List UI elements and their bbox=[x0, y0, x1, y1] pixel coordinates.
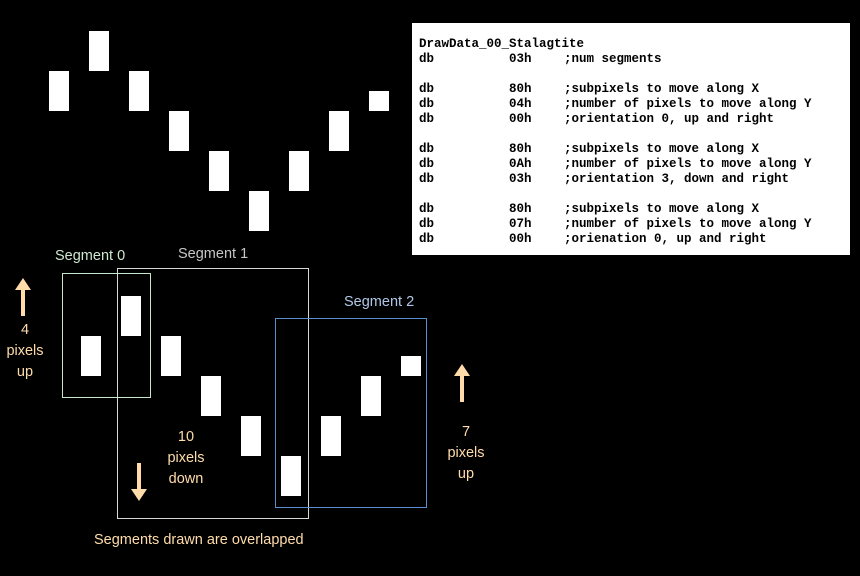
code-value: 04h bbox=[509, 97, 532, 111]
code-comment: ;orienation 0, up and right bbox=[564, 232, 767, 246]
code-op: db bbox=[419, 172, 435, 186]
code-comment: ;orientation 0, up and right bbox=[564, 112, 775, 126]
middle-note: 10 pixels down bbox=[156, 427, 216, 490]
code-line: db 04h ;number of pixels to move along Y bbox=[419, 97, 850, 112]
code-op: db bbox=[419, 112, 435, 126]
pixel-block bbox=[369, 91, 389, 111]
note-line: 10 bbox=[177, 429, 195, 445]
code-comment: ;subpixels to move along X bbox=[564, 202, 760, 216]
segment-1-box bbox=[117, 268, 309, 519]
note-line: 7 bbox=[461, 424, 471, 440]
note-line: up bbox=[457, 466, 475, 482]
code-op: db bbox=[419, 82, 435, 96]
code-value: 80h bbox=[509, 202, 532, 216]
code-line: db 00h ;orienation 0, up and right bbox=[419, 232, 850, 247]
pixel-block bbox=[89, 31, 109, 71]
code-op: db bbox=[419, 97, 435, 111]
pixel-block bbox=[49, 71, 69, 111]
pixel-block bbox=[241, 416, 261, 456]
left-note: 4 pixels up bbox=[0, 320, 50, 383]
code-value: 80h bbox=[509, 82, 532, 96]
code-comment: ;number of pixels to move along Y bbox=[564, 217, 812, 231]
pixel-block bbox=[321, 416, 341, 456]
pixel-block bbox=[401, 356, 421, 376]
code-op: db bbox=[419, 157, 435, 171]
code-comment: ;orientation 3, down and right bbox=[564, 172, 790, 186]
code-comment: ;number of pixels to move along Y bbox=[564, 97, 812, 111]
code-op: db bbox=[419, 217, 435, 231]
note-line: pixels bbox=[6, 343, 44, 359]
code-line: db 80h ;subpixels to move along X bbox=[419, 202, 850, 217]
pixel-block bbox=[361, 376, 381, 416]
code-title: DrawData_00_Stalagtite bbox=[419, 37, 585, 51]
code-line: db 03h ;orientation 3, down and right bbox=[419, 172, 850, 187]
code-listing: DrawData_00_Stalagtite db 03h ;num segme… bbox=[412, 23, 850, 255]
pixel-block bbox=[209, 151, 229, 191]
arrow-up-icon bbox=[15, 278, 31, 316]
segment-1-label: Segment 1 bbox=[178, 246, 249, 262]
pixel-block bbox=[81, 336, 101, 376]
code-comment: ;subpixels to move along X bbox=[564, 82, 760, 96]
pixel-block bbox=[121, 296, 141, 336]
code-line: db 0Ah ;number of pixels to move along Y bbox=[419, 157, 850, 172]
code-op: db bbox=[419, 142, 435, 156]
pixel-block bbox=[169, 111, 189, 151]
pixel-block bbox=[289, 151, 309, 191]
code-line: db 00h ;orientation 0, up and right bbox=[419, 112, 850, 127]
code-comment: ;num segments bbox=[564, 52, 662, 66]
pixel-block bbox=[129, 71, 149, 111]
code-line: db 80h ;subpixels to move along X bbox=[419, 82, 850, 97]
note-line: 4 bbox=[20, 322, 30, 338]
segment-0-box bbox=[62, 273, 151, 398]
arrow-up-icon bbox=[454, 364, 470, 402]
arrow-down-icon bbox=[131, 463, 147, 501]
pixel-block bbox=[329, 111, 349, 151]
code-value: 03h bbox=[509, 52, 532, 66]
note-line: pixels bbox=[447, 445, 485, 461]
pixel-block bbox=[201, 376, 221, 416]
code-value: 0Ah bbox=[509, 157, 532, 171]
code-line: db 07h ;number of pixels to move along Y bbox=[419, 217, 850, 232]
overlap-caption: Segments drawn are overlapped bbox=[94, 532, 304, 548]
note-line: up bbox=[16, 364, 34, 380]
right-note: 7 pixels up bbox=[438, 422, 494, 485]
code-value: 03h bbox=[509, 172, 532, 186]
code-op: db bbox=[419, 232, 435, 246]
code-value: 07h bbox=[509, 217, 532, 231]
code-comment: ;number of pixels to move along Y bbox=[564, 157, 812, 171]
code-value: 00h bbox=[509, 112, 532, 126]
pixel-block bbox=[249, 191, 269, 231]
code-value: 80h bbox=[509, 142, 532, 156]
segment-0-label: Segment 0 bbox=[55, 248, 126, 264]
segment-2-label: Segment 2 bbox=[344, 294, 415, 310]
code-op: db bbox=[419, 202, 435, 216]
pixel-block bbox=[161, 336, 181, 376]
code-comment: ;subpixels to move along X bbox=[564, 142, 760, 156]
segment-2-box bbox=[275, 318, 427, 508]
code-line: db 03h ;num segments bbox=[419, 52, 850, 67]
code-line: db 80h ;subpixels to move along X bbox=[419, 142, 850, 157]
code-value: 00h bbox=[509, 232, 532, 246]
note-line: pixels bbox=[167, 450, 205, 466]
pixel-block bbox=[281, 456, 301, 496]
note-line: down bbox=[168, 471, 204, 487]
code-op: db bbox=[419, 52, 435, 66]
